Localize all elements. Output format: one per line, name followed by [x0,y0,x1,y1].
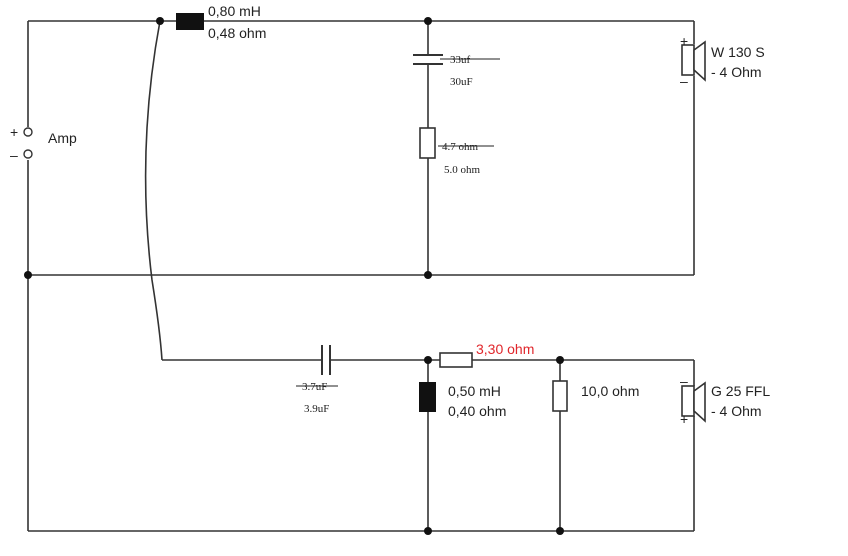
top-speaker-impedance: - 4 Ohm [711,64,762,80]
speaker-icon [681,44,695,76]
amp-minus-sign: – [10,147,18,163]
speaker-cone-icon [693,40,706,82]
bottom-inductor-value: 0,50 mH [448,383,501,399]
bottom-series-resistor: 3,30 ohm [439,341,534,368]
bottom-capacitor-old-value: 3.7uF [302,381,327,393]
junction-dot [24,271,32,279]
resistor-symbol [439,352,473,368]
amp-label: Amp [48,130,77,146]
top-speaker-name: W 130 S [711,44,765,60]
bottom-inductor-resistance: 0,40 ohm [448,403,506,419]
resistor-symbol [419,127,436,159]
top-speaker-plus: + [680,33,688,49]
bottom-speaker: – + G 25 FFL - 4 Ohm [680,373,770,427]
junction-dot [556,356,564,364]
junction-dot [156,17,164,25]
junction-dot [556,527,564,535]
top-capacitor-old-value: 33uf [450,54,471,66]
top-speaker: + – W 130 S - 4 Ohm [680,33,765,89]
speaker-cone-icon [693,381,706,423]
amp-minus-terminal [23,149,33,159]
inductor-symbol [419,382,436,412]
amp-terminals: + – Amp [10,124,77,163]
top-capacitor-new-value: 30uF [450,76,473,88]
amp-plus-sign: + [10,124,18,140]
bottom-capacitor: 3.7uF 3.9uF [296,345,338,415]
top-inductor-value: 0,80 mH [208,3,261,19]
top-resistor-new-value: 5.0 ohm [444,164,481,176]
top-capacitor: 33uf 30uF [413,54,500,88]
junction-dot [424,356,432,364]
bottom-speaker-minus: – [680,373,688,389]
top-inductor-resistance: 0,48 ohm [208,25,266,41]
bottom-inductor: 0,50 mH 0,40 ohm [419,382,506,419]
bottom-shunt-resistor: 10,0 ohm [552,380,639,412]
wires [27,20,695,532]
bottom-speaker-name: G 25 FFL [711,383,770,399]
series-resistor-value: 3,30 ohm [476,341,534,357]
top-speaker-minus: – [680,73,688,89]
junction-dots [24,17,564,535]
amp-plus-terminal [23,127,33,137]
top-resistor-old-value: 4.7 ohm [442,141,479,153]
bottom-speaker-plus: + [680,411,688,427]
junction-dot [424,17,432,25]
bottom-speaker-impedance: - 4 Ohm [711,403,762,419]
resistor-symbol [552,380,568,412]
bottom-capacitor-new-value: 3.9uF [304,403,329,415]
shunt-resistor-value: 10,0 ohm [581,383,639,399]
junction-dot [424,271,432,279]
top-inductor: 0,80 mH 0,48 ohm [176,3,266,41]
inductor-symbol [176,13,204,30]
top-resistor: 4.7 ohm 5.0 ohm [419,127,494,176]
junction-dot [424,527,432,535]
